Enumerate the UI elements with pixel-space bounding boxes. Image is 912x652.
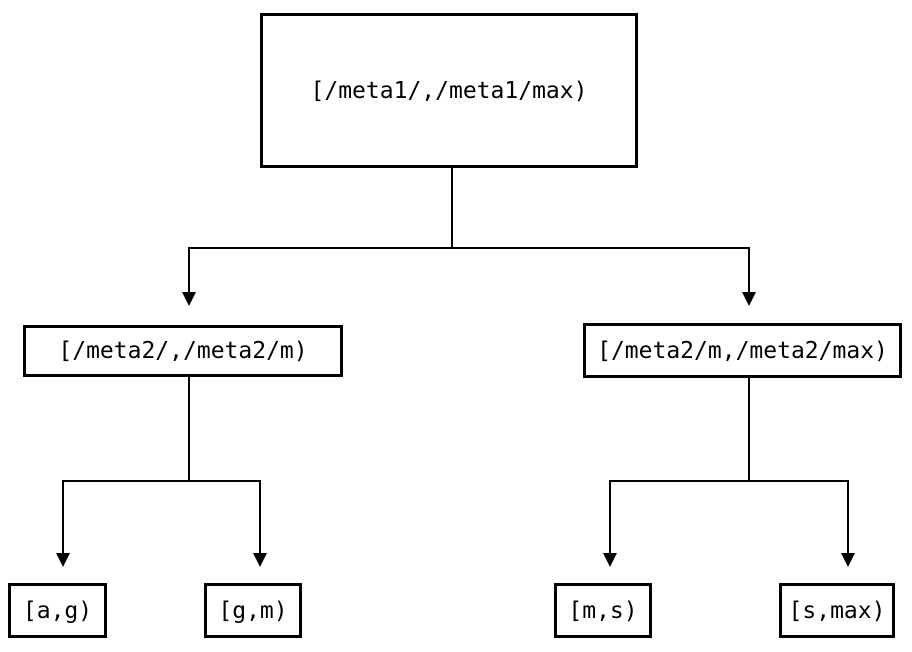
node-meta2-left: [/meta2/,/meta2/m) [23,325,343,377]
node-root-label: [/meta1/,/meta1/max) [310,77,588,104]
arrow-down-icon [603,553,617,567]
arrow-down-icon [742,292,756,306]
node-leaf-ag: [a,g) [8,583,107,638]
arrow-down-icon [841,553,855,567]
edge-left-right-stub [259,480,261,553]
edge-root-right-stub [748,247,750,292]
node-leaf-ms: [m,s) [554,583,652,638]
edge-right-left-stub [609,480,611,553]
arrow-down-icon [182,292,196,306]
arrow-down-icon [253,553,267,567]
node-leaf-smax: [s,max) [779,583,895,638]
node-leaf-gm-label: [g,m) [218,597,288,624]
node-meta2-right-label: [/meta2/m,/meta2/max) [597,337,888,364]
edge-right-right-stub [847,480,849,553]
arrow-down-icon [56,553,70,567]
node-leaf-smax-label: [s,max) [788,597,886,624]
node-leaf-ms-label: [m,s) [568,597,638,624]
node-meta2-right: [/meta2/m,/meta2/max) [583,323,902,378]
edge-root-trunk [451,168,453,249]
edge-left-left-stub [62,480,64,553]
edge-left-trunk [188,377,190,482]
node-root: [/meta1/,/meta1/max) [260,13,638,168]
node-leaf-ag-label: [a,g) [22,597,93,624]
edge-left-crossbar [62,480,261,482]
edge-root-crossbar [188,247,750,249]
edge-right-crossbar [609,480,849,482]
edge-root-left-stub [188,247,190,292]
node-leaf-gm: [g,m) [204,583,302,638]
node-meta2-left-label: [/meta2/,/meta2/m) [58,338,308,364]
edge-right-trunk [748,378,750,482]
